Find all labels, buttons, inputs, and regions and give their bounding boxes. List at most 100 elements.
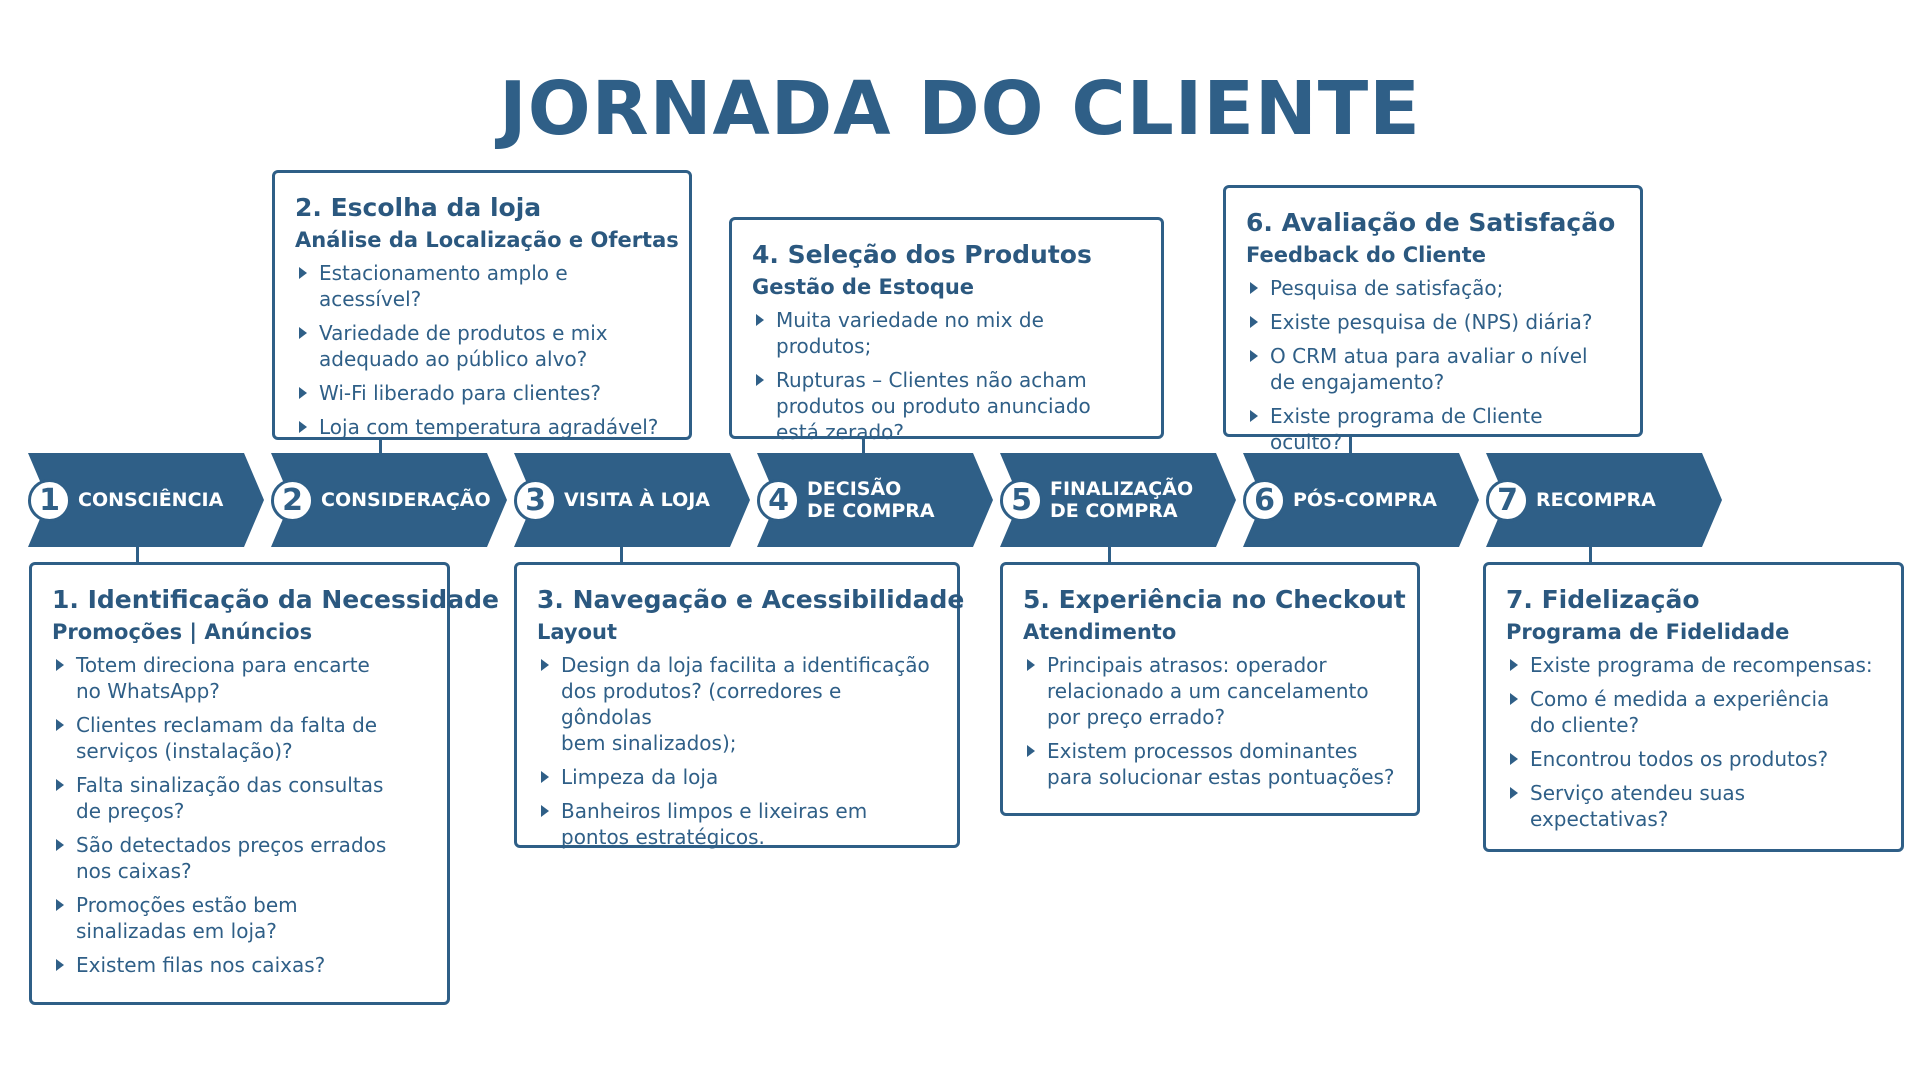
list-item: Loja com temperatura agradável? (295, 414, 669, 440)
stage-number: 7 (1486, 479, 1529, 522)
box-escolha-da-loja: 2. Escolha da loja Análise da Localizaçã… (272, 170, 692, 440)
stage-pos-compra: 6 PÓS-COMPRA (1243, 453, 1479, 547)
bullet-triangle-icon (756, 374, 764, 386)
bullet-triangle-icon (756, 314, 764, 326)
box-list: Totem direciona para encarte no WhatsApp… (52, 652, 427, 978)
stage-number: 6 (1243, 479, 1286, 522)
list-item-text: Promoções estão bem sinalizadas em loja? (76, 893, 298, 943)
box-list: Muita variedade no mix de produtos; Rupt… (752, 307, 1141, 445)
list-item-text: Existem processos dominantes para soluci… (1047, 739, 1395, 789)
bullet-triangle-icon (299, 327, 307, 339)
box-subtitle: Atendimento (1023, 620, 1177, 644)
list-item: Promoções estão bem sinalizadas em loja? (52, 892, 427, 944)
list-item-text: Falta sinalização das consultas de preço… (76, 773, 384, 823)
list-item: Falta sinalização das consultas de preço… (52, 772, 427, 824)
list-item: Banheiros limpos e lixeiras em pontos es… (537, 798, 937, 850)
box-identificacao-da-necessidade: 1. Identificação da Necessidade Promoçõe… (29, 562, 499, 1005)
box-subtitle: Layout (537, 620, 618, 644)
list-item: Wi-Fi liberado para clientes? (295, 380, 669, 406)
stage-finalizacao-de-compra: 5 FINALIZAÇÃO DE COMPRA (1000, 453, 1236, 547)
list-item: Totem direciona para encarte no WhatsApp… (52, 652, 427, 704)
box-selecao-dos-produtos: 4. Seleção dos Produtos Gestão de Estoqu… (729, 217, 1164, 444)
list-item-text: Serviço atendeu suas expectativas? (1530, 781, 1746, 831)
list-item-text: São detectados preços errados nos caixas… (76, 833, 387, 883)
list-item-text: Design da loja facilita a identificação … (561, 653, 930, 755)
list-item: São detectados preços errados nos caixas… (52, 832, 427, 884)
list-item-text: Banheiros limpos e lixeiras em pontos es… (561, 799, 868, 849)
list-item-text: Existe programa de Cliente oculto? (1270, 404, 1543, 454)
box-list: Design da loja facilita a identificação … (537, 652, 937, 850)
box-title: 4. Seleção dos Produtos (752, 240, 1092, 269)
stage-consideracao: 2 CONSIDERAÇÃO (271, 453, 507, 547)
bullet-triangle-icon (299, 387, 307, 399)
bullet-triangle-icon (1510, 659, 1518, 671)
stage-number: 3 (514, 479, 557, 522)
stage-visita-a-loja: 3 VISITA À LOJA (514, 453, 750, 547)
stage-label: CONSCIÊNCIA (78, 489, 224, 511)
stage-recompra: 7 RECOMPRA (1486, 453, 1722, 547)
bullet-triangle-icon (1027, 659, 1035, 671)
list-item-text: Loja com temperatura agradável? (319, 415, 659, 439)
bullet-triangle-icon (56, 959, 64, 971)
list-item: Limpeza da loja (537, 764, 937, 790)
list-item-text: Muita variedade no mix de produtos; (776, 308, 1044, 358)
box-title: 2. Escolha da loja (295, 193, 542, 222)
box-title: 3. Navegação e Acessibilidade (537, 585, 965, 614)
connector-2 (379, 438, 382, 454)
list-item-text: Principais atrasos: operador relacionado… (1047, 653, 1369, 729)
box-subtitle: Programa de Fidelidade (1506, 620, 1790, 644)
list-item-text: Encontrou todos os produtos? (1530, 747, 1829, 771)
stage-number: 1 (28, 479, 71, 522)
bullet-triangle-icon (541, 659, 549, 671)
stage-label: CONSIDERAÇÃO (321, 489, 491, 511)
list-item-text: O CRM atua para avaliar o nível de engaj… (1270, 344, 1588, 394)
bullet-triangle-icon (1250, 282, 1258, 294)
list-item: Existe pesquisa de (NPS) diária? (1246, 309, 1620, 335)
list-item: Design da loja facilita a identificação … (537, 652, 937, 756)
bullet-triangle-icon (56, 839, 64, 851)
connector-1 (136, 546, 139, 563)
bullet-triangle-icon (56, 779, 64, 791)
bullet-triangle-icon (56, 899, 64, 911)
box-experiencia-no-checkout: 5. Experiência no Checkout Atendimento P… (1000, 562, 1420, 816)
bullet-triangle-icon (1250, 316, 1258, 328)
bullet-triangle-icon (1510, 753, 1518, 765)
box-subtitle: Promoções | Anúncios (52, 620, 313, 644)
list-item: Encontrou todos os produtos? (1506, 746, 1881, 772)
bullet-triangle-icon (1510, 693, 1518, 705)
list-item-text: Clientes reclamam da falta de serviços (… (76, 713, 378, 763)
stage-conscienca: 1 CONSCIÊNCIA (28, 453, 264, 547)
connector-4 (862, 437, 865, 454)
list-item: Existem processos dominantes para soluci… (1023, 738, 1397, 790)
bullet-triangle-icon (1510, 787, 1518, 799)
connector-3 (620, 546, 623, 563)
list-item: Existe programa de recompensas: (1506, 652, 1881, 678)
list-item: Rupturas – Clientes não acham produtos o… (752, 367, 1141, 445)
list-item-text: Existem filas nos caixas? (76, 953, 326, 977)
box-title: 6. Avaliação de Satisfação (1246, 208, 1616, 237)
list-item: Muita variedade no mix de produtos; (752, 307, 1141, 359)
list-item-text: Variedade de produtos e mix adequado ao … (319, 321, 608, 371)
stage-number: 5 (1000, 479, 1043, 522)
bullet-triangle-icon (299, 421, 307, 433)
stage-label: FINALIZAÇÃO DE COMPRA (1050, 478, 1194, 522)
list-item: Principais atrasos: operador relacionado… (1023, 652, 1397, 730)
stage-label: RECOMPRA (1536, 489, 1656, 511)
box-subtitle: Gestão de Estoque (752, 275, 975, 299)
list-item-text: Totem direciona para encarte no WhatsApp… (76, 653, 370, 703)
bullet-triangle-icon (1250, 350, 1258, 362)
box-title: 7. Fidelização (1506, 585, 1700, 614)
stage-label: DECISÃO DE COMPRA (807, 478, 935, 522)
page-title: JORNADA DO CLIENTE (499, 66, 1421, 152)
list-item: Existe programa de Cliente oculto? (1246, 403, 1620, 455)
box-title: 1. Identificação da Necessidade (52, 585, 499, 614)
connector-5 (1108, 546, 1111, 563)
stage-decisao-de-compra: 4 DECISÃO DE COMPRA (757, 453, 993, 547)
list-item-text: Rupturas – Clientes não acham produtos o… (776, 368, 1091, 444)
list-item: Variedade de produtos e mix adequado ao … (295, 320, 669, 372)
stage-label: VISITA À LOJA (564, 489, 711, 511)
list-item: Estacionamento amplo e acessível? (295, 260, 669, 312)
list-item-text: Wi-Fi liberado para clientes? (319, 381, 602, 405)
bullet-triangle-icon (541, 771, 549, 783)
list-item-text: Estacionamento amplo e acessível? (319, 261, 568, 311)
